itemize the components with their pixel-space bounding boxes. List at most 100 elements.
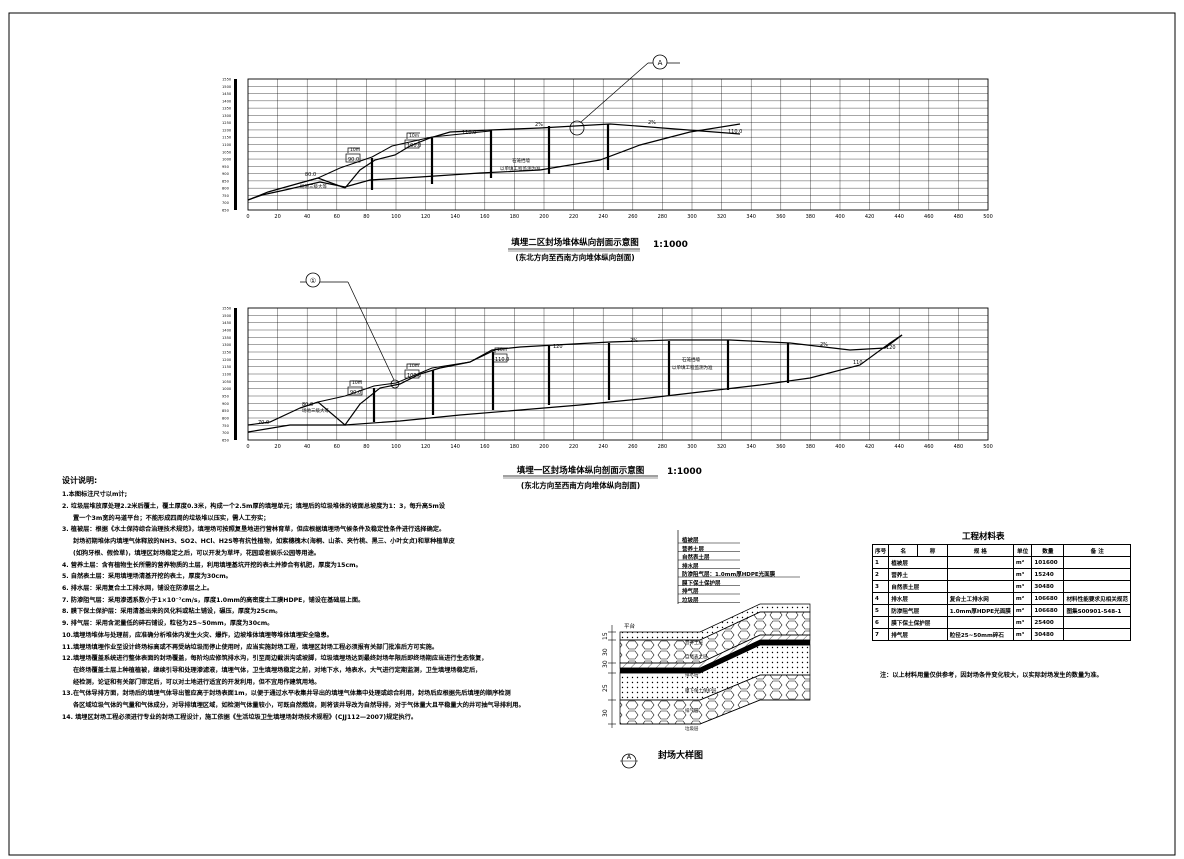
upper-cover-slope	[299, 130, 491, 184]
x-tick-label: 20	[274, 444, 280, 450]
y-tick-label: 800	[222, 187, 230, 191]
y-tick-label: 850	[222, 409, 230, 413]
upper-slope-1: 2%	[535, 122, 543, 128]
design-note-line: 11.填埋场填埋作业至设计终场标高或不再受纳垃圾而停止使用时，应当实施封场工程，…	[62, 643, 439, 651]
x-tick-label: 80	[363, 214, 369, 220]
x-tick-label: 400	[835, 214, 845, 220]
lower-elev-110b: 110	[853, 360, 863, 366]
y-tick-label: 1550	[222, 78, 232, 82]
table-cell-no: 3	[871, 580, 890, 593]
layer-leader-lines	[678, 542, 800, 603]
y-tick-label: 1200	[222, 358, 232, 362]
design-note-line: 在终场覆盖土层上种植植被，继续引导和处理渗滤液，填埋气体，卫生填埋场稳定之前，对…	[73, 666, 482, 674]
upper-elev-110a: 110.0	[462, 130, 476, 136]
lower-annot-1: 石笼挡墙	[682, 356, 700, 363]
y-tick-label: 1150	[222, 136, 232, 140]
col-no: 序号	[871, 544, 890, 557]
y-tick-label: 1250	[222, 121, 232, 125]
x-tick-label: 120	[421, 214, 431, 220]
lower-section-subtitle: (东北方向至西南方向堆体纵向剖面)	[520, 481, 641, 490]
x-tick-label: 360	[776, 214, 786, 220]
table-cell-remark	[1063, 628, 1131, 641]
x-tick-label: 40	[304, 214, 310, 220]
x-tick-label: 0	[246, 444, 249, 450]
upper-berm-2: 10m	[409, 133, 419, 139]
x-tick-label: 340	[746, 214, 756, 220]
y-tick-label: 1400	[222, 99, 232, 103]
table-cell-spec: 复合土工排水网	[946, 592, 1014, 605]
x-tick-label: 500	[983, 214, 993, 220]
lower-berm-2: 10m	[409, 363, 419, 369]
table-cell-qty: 30480	[1031, 580, 1065, 593]
y-tick-label: 900	[222, 172, 230, 176]
design-note-line: 经检测，论证和有关部门审定后，可以对土地进行适宜的开发利用，但不宜用作建筑用地。	[73, 678, 321, 686]
upper-slope-2: 2%	[648, 120, 656, 126]
x-tick-label: 120	[421, 444, 431, 450]
lower-detail-marker	[390, 379, 400, 389]
table-cell-remark	[1063, 568, 1131, 581]
detail-callout-label: A	[627, 753, 632, 761]
table-cell-spec	[946, 556, 1014, 569]
x-tick-label: 400	[835, 444, 845, 450]
x-tick-label: 240	[598, 444, 608, 450]
seal-detail: 15 30 25 30 30 平台 营养土层 自然表土层 排水层 膜下保土保护层…	[602, 530, 811, 769]
lower-elev-70: 70.0	[258, 420, 269, 426]
table-cell-unit: m³	[1012, 616, 1033, 629]
x-tick-label: 280	[658, 444, 668, 450]
x-tick-label: 380	[806, 444, 816, 450]
x-tick-label: 140	[450, 214, 460, 220]
table-cell-remark	[1063, 580, 1131, 593]
col-qty: 数量	[1031, 544, 1065, 557]
dim-30a: 30	[602, 648, 609, 656]
x-tick-label: 40	[304, 444, 310, 450]
x-tick-label: 200	[539, 444, 549, 450]
seal-layer-label: 营养土层	[682, 546, 705, 553]
x-tick-label: 160	[480, 214, 490, 220]
table-cell-name: 膜下保土保护层	[888, 616, 948, 629]
upper-annot-3: 场地三级大等	[300, 183, 327, 190]
col-name-a: 名	[888, 544, 919, 557]
design-note-line: 6. 排水层：采用复合土工排水网，铺设在防渗层之上。	[62, 584, 214, 592]
x-tick-label: 60	[334, 444, 340, 450]
y-tick-label: 950	[222, 165, 230, 169]
upper-original-ground	[247, 123, 741, 201]
y-tick-label: 700	[222, 431, 230, 435]
x-tick-label: 300	[687, 214, 697, 220]
x-tick-label: 220	[569, 214, 579, 220]
table-cell-no: 6	[871, 616, 890, 629]
dim-30b: 30	[602, 709, 609, 717]
x-tick-label: 440	[894, 444, 904, 450]
y-tick-label: 650	[222, 439, 230, 443]
upper-elevation-flags	[345, 132, 420, 163]
design-note-line: 9. 排气层：采用含泥量低的碎石铺设，粒径为25~50mm，厚度为30cm。	[62, 620, 274, 628]
x-tick-label: 340	[746, 444, 756, 450]
materials-table-note: 注：以上材料用量仅供参考，因封场条件变化较大，以实际封场发生的数量为准。	[880, 672, 1103, 679]
x-tick-label: 80	[363, 444, 369, 450]
dim-15: 15	[602, 632, 609, 640]
lower-berm-3: 10m	[497, 347, 507, 353]
x-tick-label: 60	[334, 214, 340, 220]
inlayer-5: 膜下保土保护层	[685, 687, 717, 694]
x-tick-label: 440	[894, 214, 904, 220]
lower-elevation-flags	[347, 347, 508, 396]
lower-cover-slope	[299, 349, 496, 409]
design-notes: 设计说明: 1.本图标注尺寸以m计;2. 垃圾层堆放厚处理2.2米后覆土，覆土厚…	[62, 476, 622, 726]
lower-elev-120a: 120	[553, 344, 563, 350]
table-cell-name: 营养土	[888, 568, 948, 581]
table-cell-qty: 30480	[1031, 628, 1065, 641]
table-cell-no: 1	[871, 556, 890, 569]
x-tick-label: 320	[717, 444, 727, 450]
col-name-b: 称	[917, 544, 948, 557]
x-tick-label: 160	[480, 444, 490, 450]
lower-callout-circle	[305, 272, 321, 288]
lower-grid	[234, 307, 989, 441]
upper-elev-100: 100.0	[407, 143, 421, 149]
upper-callout-circle	[652, 54, 668, 70]
y-tick-label: 750	[222, 194, 230, 198]
x-tick-label: 200	[539, 214, 549, 220]
